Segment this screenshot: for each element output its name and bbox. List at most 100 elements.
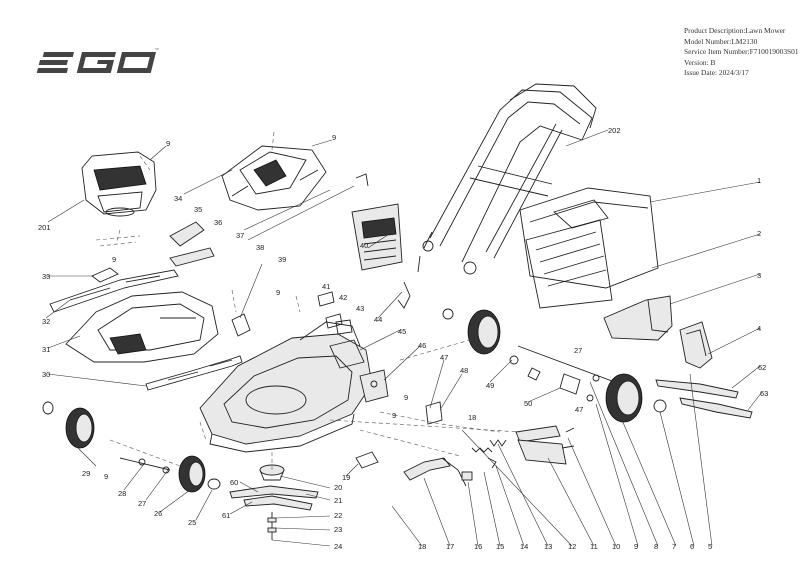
callout-34: 34 [174,194,182,203]
product-info: Product Description:Lawn Mower Model Num… [684,26,799,79]
callout-63: 63 [760,389,768,398]
callout-19: 19 [342,473,350,482]
product-description: Product Description:Lawn Mower [684,26,786,35]
callout-42: 42 [339,293,347,302]
front-wheel-29 [42,401,95,449]
version: Version: B [684,57,716,67]
rear-wheel-right [605,373,667,423]
callout-6: 6 [690,542,694,551]
callout-24: 24 [334,542,342,551]
callout-9d: 9 [276,288,280,297]
callout-26: 26 [154,509,162,518]
upper-deck-31 [65,291,219,363]
callout-60: 60 [230,478,238,487]
callout-21: 21 [334,496,342,505]
blade-63 [679,397,753,419]
callout-11: 11 [590,542,598,551]
callout-9a: 9 [166,139,170,148]
callout-9f: 9 [392,411,396,420]
top-cover-34 [221,145,327,211]
callout-22: 22 [334,511,342,520]
service-item-number: Service Item Number:F710019003S01 [684,47,799,57]
callout-4: 4 [757,324,761,333]
callout-27b: 27 [138,499,146,508]
bracket-19 [355,451,379,469]
callout-13: 13 [544,542,552,551]
cable-44 [397,281,411,309]
callout-9b: 9 [332,133,336,142]
callout-50: 50 [524,399,532,408]
switch-41 [317,291,335,307]
callout-49: 49 [486,381,494,390]
ego-logo: ™ [36,47,159,73]
blade-61 [243,495,313,511]
callout-18a: 18 [468,413,476,422]
callout-15: 15 [496,542,504,551]
blade-62 [655,379,739,399]
rear-flap-4 [679,321,713,369]
front-wheel-26 [178,455,221,493]
lever-10 [515,425,575,465]
battery-201 [81,151,157,217]
model-number: Model Number:LM2130 [684,36,758,46]
latch-36 [169,247,215,267]
leader-lines [45,129,763,547]
callout-16: 16 [474,542,482,551]
spring-14 [487,439,507,469]
switch-43 [335,319,353,335]
bushing-16 [461,471,473,481]
callout-44: 44 [374,315,382,324]
callout-40: 40 [360,241,368,250]
callout-12: 12 [568,542,576,551]
callout-31: 31 [42,345,50,354]
latch-35 [169,221,205,247]
bracket-39 [231,313,251,337]
callout-27a: 27 [574,346,582,355]
callout-7: 7 [672,542,676,551]
callout-1: 1 [757,176,761,185]
callout-38: 38 [256,243,264,252]
main-deck-45 [199,321,373,453]
rear-wheel-49 [442,308,519,365]
callout-9c: 9 [112,255,116,264]
rear-door-40 [351,173,403,271]
callout-46: 46 [418,341,426,350]
callout-25: 25 [188,518,196,527]
bolts-22 [267,512,277,540]
callout-43: 43 [356,304,364,313]
callout-29: 29 [82,469,90,478]
callout-14: 14 [520,542,528,551]
callout-20: 20 [334,483,342,492]
callout-5: 5 [708,542,712,551]
callout-61: 61 [222,511,230,520]
height-adjust-46 [359,369,389,403]
callout-201: 201 [38,223,51,232]
callout-30: 30 [42,370,50,379]
svg-text:™: ™ [154,47,159,52]
callout-17: 17 [446,542,454,551]
spring-15 [471,447,493,453]
callout-47a: 47 [440,353,448,362]
callout-33: 33 [42,272,50,281]
assembly-lines [109,131,521,470]
callout-41: 41 [322,282,330,291]
callout-10: 10 [612,542,620,551]
callout-32: 32 [42,317,50,326]
callout-36: 36 [214,218,222,227]
callout-48: 48 [460,366,468,375]
callout-3: 3 [757,271,761,280]
callout-23: 23 [334,525,342,534]
callout-47b: 47 [575,405,583,414]
callout-9e: 9 [404,393,408,402]
switch-42 [325,313,343,329]
issue-date: Issue Date: 2024/3/17 [684,68,749,78]
axle-28 [119,457,171,474]
callout-18b: 18 [418,542,426,551]
grass-bag-1 [519,187,659,309]
callout-28: 28 [118,489,126,498]
callout-45: 45 [398,327,406,336]
callout-9g: 9 [104,472,108,481]
pin-48 [425,401,443,425]
